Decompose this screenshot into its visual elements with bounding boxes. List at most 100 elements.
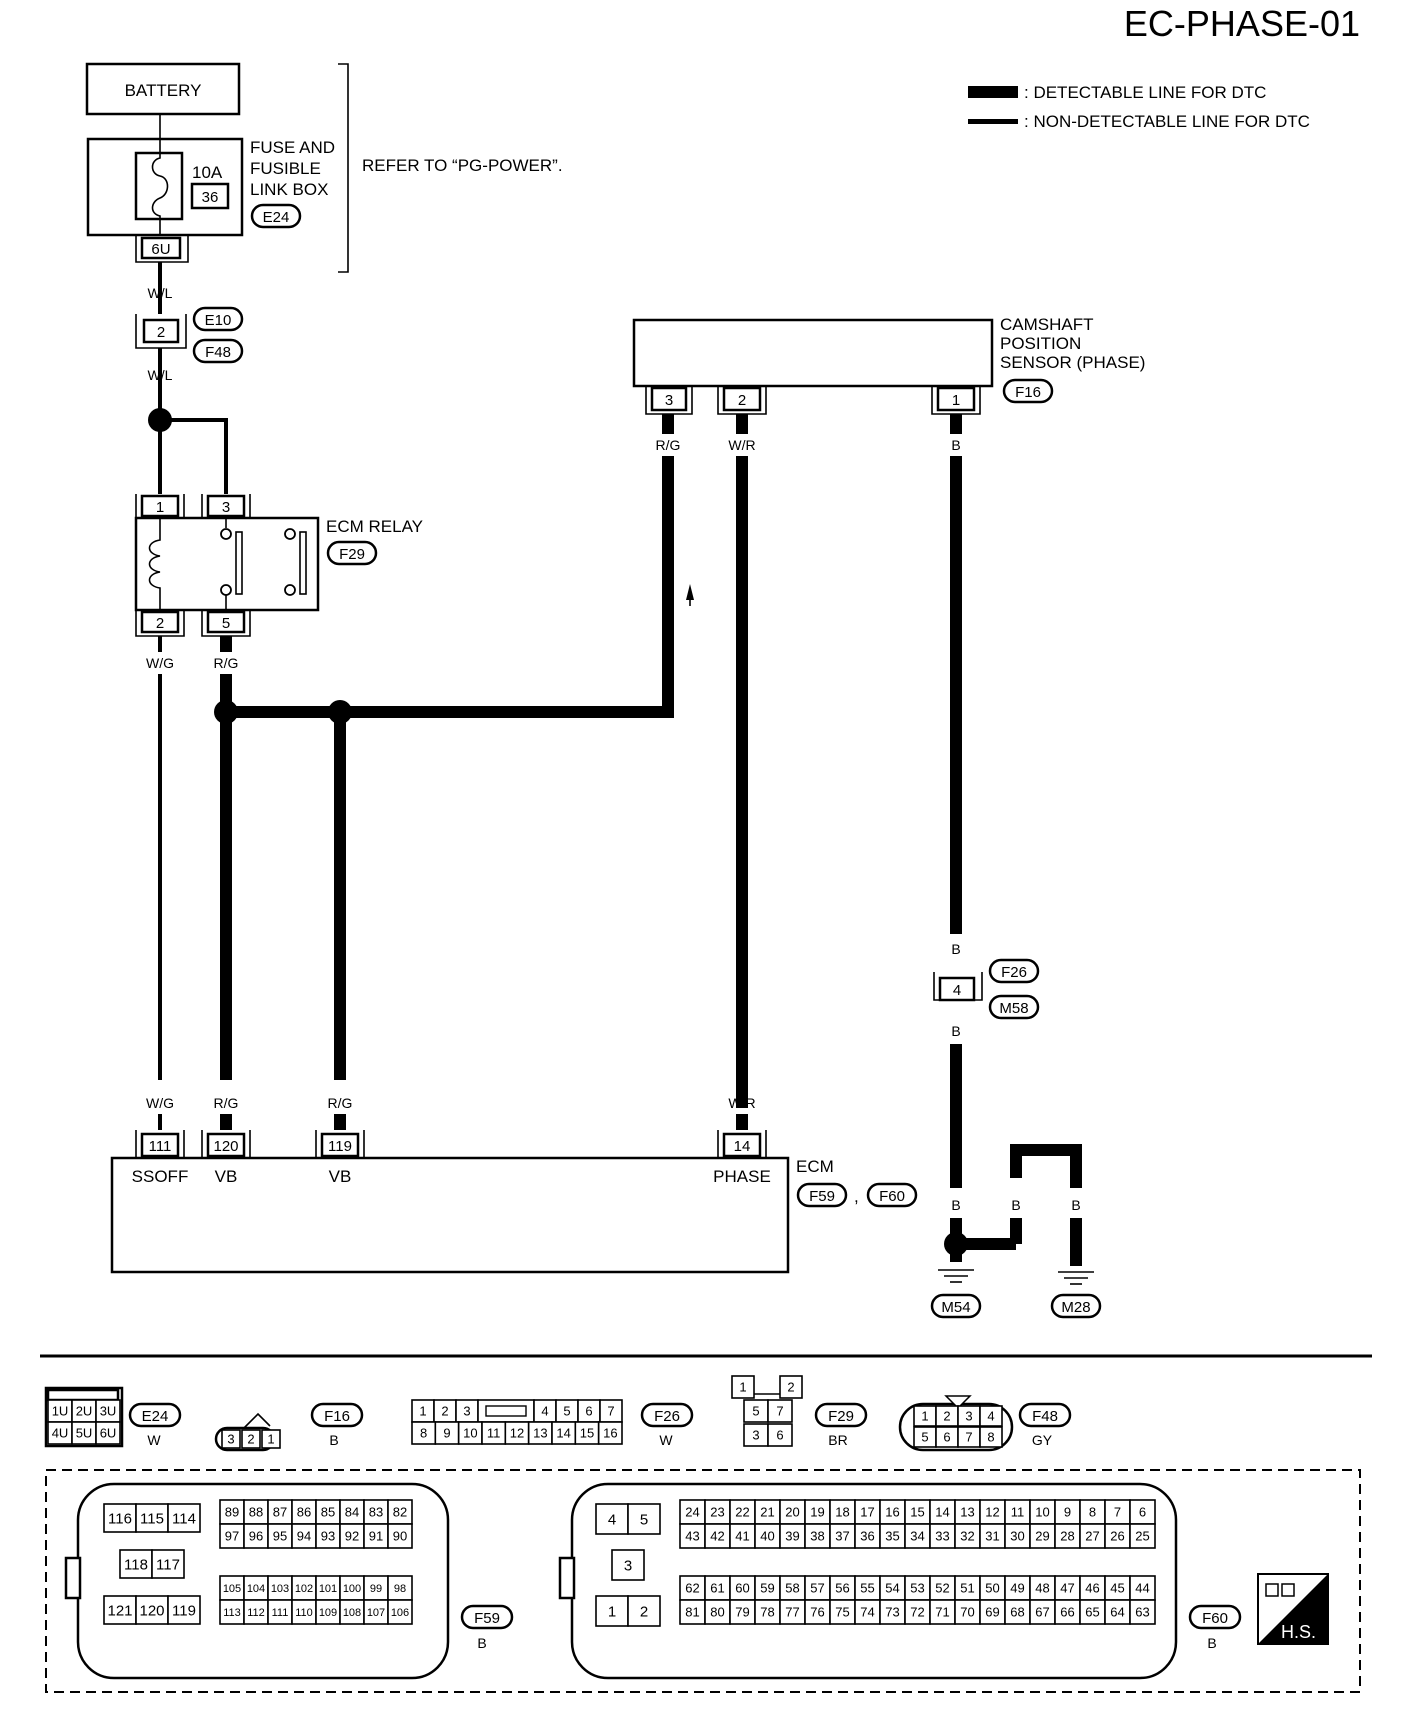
sensor-pin-3: 3 (665, 392, 673, 409)
f59-pin: 119 (172, 1602, 196, 1619)
f26-pin: 5 (563, 1404, 570, 1419)
f60-pin-cell (1029, 1575, 1056, 1601)
joint1-connector-a: E10 (205, 312, 232, 329)
f26-tag (640, 1402, 694, 1428)
f48-pin: 8 (987, 1430, 994, 1445)
fuse-box-connector-id: E24 (263, 209, 290, 226)
f60-pin: 75 (835, 1605, 849, 1620)
battery-label: BATTERY (125, 81, 202, 100)
ground-wire-label-c: B (1071, 1197, 1080, 1213)
relay-pin-5: 5 (222, 615, 230, 632)
f59-pin-cell (167, 1595, 201, 1625)
f59-pin: 121 (107, 1602, 132, 1619)
f59-pin: 117 (156, 1556, 180, 1573)
f59-pin: 120 (139, 1602, 164, 1619)
f60-pin-cell (904, 1575, 931, 1601)
f60-pin-cell (954, 1599, 981, 1625)
ecm-terminal-name-111: SSOFF (132, 1167, 189, 1186)
f60-pin: 18 (835, 1505, 849, 1520)
f60-pin-cell (904, 1523, 931, 1549)
f29-pin: 1 (739, 1380, 746, 1395)
arrow-up-icon (686, 584, 694, 600)
e24-pin: 5U (76, 1426, 93, 1441)
refer-note: REFER TO “PG-POWER”. (362, 156, 563, 175)
f26-lock-tab (485, 1405, 527, 1417)
f60-pin: 55 (860, 1581, 874, 1596)
legend-detectable-label: : DETECTABLE LINE FOR DTC (1024, 83, 1266, 102)
ecm-terminal-name-119: VB (329, 1167, 352, 1186)
f60-tag-text: F60 (1202, 1610, 1228, 1627)
f60-pin: 63 (1135, 1605, 1149, 1620)
f59-pin: 101 (319, 1583, 337, 1595)
f60-pin-cell (904, 1599, 931, 1625)
f60-pin: 37 (835, 1529, 849, 1544)
f26-pin: 1 (419, 1404, 426, 1419)
f59-pin-cell (363, 1523, 389, 1549)
f59-pin-cell (339, 1499, 365, 1525)
f59-pin: 86 (297, 1505, 311, 1520)
f60-pin: 36 (860, 1529, 874, 1544)
f60-pin: 40 (760, 1529, 774, 1544)
f59-pin: 112 (247, 1607, 265, 1619)
f60-pin: 38 (810, 1529, 824, 1544)
f60-pin-cell (627, 1503, 661, 1535)
e24-tag (128, 1402, 182, 1428)
f59-pin: 87 (273, 1505, 287, 1520)
f59-pin: 104 (247, 1583, 265, 1595)
f59-pin-cell (339, 1523, 365, 1549)
f60-pin: 27 (1085, 1529, 1099, 1544)
f59-tag-text: F59 (474, 1610, 500, 1627)
f59-pin: 108 (343, 1607, 361, 1619)
f60-pin-cell (754, 1599, 781, 1625)
f48-pin: 5 (921, 1430, 928, 1445)
f60-pin-cell (804, 1599, 831, 1625)
fuse-box-label-1: FUSE AND (250, 138, 335, 157)
ecm-wire-14: W/R (728, 1095, 755, 1111)
f60-pin: 53 (910, 1581, 924, 1596)
sensor-pin-2: 2 (738, 392, 746, 409)
f60-pin-cell (595, 1595, 629, 1627)
sensor-label-1: CAMSHAFT (1000, 315, 1094, 334)
f29-pin: 2 (787, 1380, 794, 1395)
splice-point (328, 700, 352, 724)
f60-pin: 66 (1060, 1605, 1074, 1620)
f60-pin-cell (854, 1599, 881, 1625)
f59-pin: 103 (271, 1583, 289, 1595)
f60-pin: 35 (885, 1529, 899, 1544)
f59-pin: 107 (367, 1607, 385, 1619)
f59-pin: 106 (391, 1607, 409, 1619)
legend-detectable-swatch (968, 86, 1018, 98)
f26-color: W (659, 1432, 673, 1448)
f60-pin: 48 (1035, 1581, 1049, 1596)
f60-pin: 79 (735, 1605, 749, 1620)
f60-pin: 54 (885, 1581, 899, 1596)
f59-pin: 118 (124, 1556, 148, 1573)
legend-non-detectable-label: : NON-DETECTABLE LINE FOR DTC (1024, 112, 1310, 131)
f60-pin: 71 (935, 1605, 949, 1620)
f60-pin: 58 (785, 1581, 799, 1596)
ecm-terminal-name-14: PHASE (713, 1167, 771, 1186)
f26-pin: 2 (441, 1404, 448, 1419)
f60-pin: 46 (1085, 1581, 1099, 1596)
f60-pin: 47 (1060, 1581, 1074, 1596)
f26-pin: 7 (607, 1404, 614, 1419)
hs-badge-text: H.S. (1281, 1622, 1316, 1642)
f59-pin-cell (387, 1499, 413, 1525)
f60-pin-cell (1004, 1599, 1031, 1625)
f60-pin: 81 (685, 1605, 699, 1620)
f60-pin: 15 (910, 1505, 924, 1520)
f60-pin: 60 (735, 1581, 749, 1596)
f29-pin: 6 (776, 1428, 783, 1443)
ecm-wire-111: W/G (146, 1095, 174, 1111)
f59-pin-cell (315, 1599, 341, 1625)
f60-pin-cell (954, 1499, 981, 1525)
f60-pin: 34 (910, 1529, 924, 1544)
f59-pin: 82 (393, 1505, 407, 1520)
f59-pin-cell (103, 1503, 137, 1533)
f60-pin: 5 (640, 1511, 648, 1528)
ecm-connector-separator: , (854, 1187, 859, 1206)
f60-pin: 69 (985, 1605, 999, 1620)
f48-tag-text: F48 (1032, 1408, 1058, 1425)
